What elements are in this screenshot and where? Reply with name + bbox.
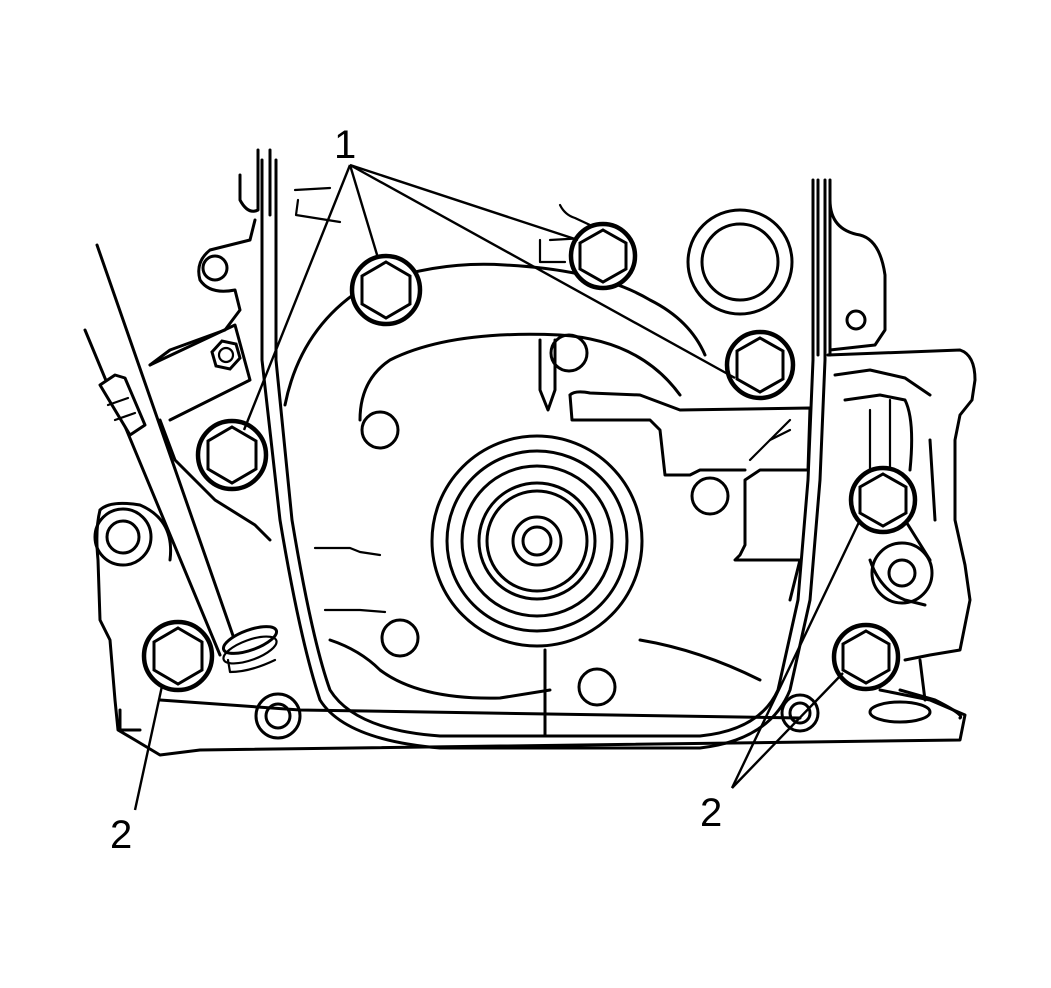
bolt-1d — [195, 418, 269, 492]
bolt-2b — [848, 465, 918, 535]
housing-outline — [93, 148, 977, 757]
callout-2-leaders — [133, 519, 862, 811]
bolt-1c — [724, 329, 796, 401]
bolt-2c — [831, 622, 901, 692]
callout-label-2-right: 2 — [700, 791, 722, 835]
callout-label-2-left: 2 — [110, 813, 132, 857]
callout-1-leaders — [242, 163, 736, 431]
dipstick-tube — [83, 243, 279, 674]
callout-label-1: 1 — [334, 123, 356, 167]
bolt-1b — [568, 221, 638, 291]
bolt-1a — [349, 253, 423, 327]
front-cover — [260, 158, 827, 750]
bolt-2a — [141, 619, 215, 693]
